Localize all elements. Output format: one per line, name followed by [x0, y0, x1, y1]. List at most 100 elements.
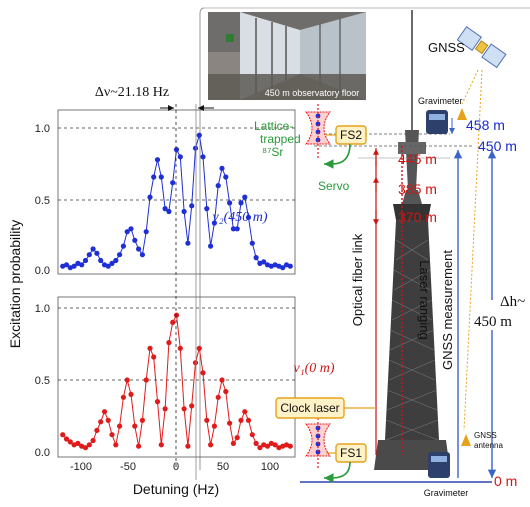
top-series-point	[227, 200, 233, 206]
bottom-series-point	[170, 319, 176, 325]
top-series-point	[204, 206, 210, 212]
bottom-series-point	[75, 440, 81, 446]
clock-laser-label: Clock laser	[280, 401, 339, 415]
bottom-series-point	[139, 417, 145, 423]
top-series-point	[219, 165, 225, 171]
top-series-point	[249, 240, 255, 246]
delta-h-label-2: 450 m	[474, 314, 512, 330]
top-series-point	[234, 226, 240, 232]
gnss-antenna-top-icon	[457, 108, 467, 120]
top-series-point	[124, 229, 130, 235]
top-series-line	[62, 135, 291, 269]
top-series-point	[181, 208, 187, 215]
servo-loop-top	[324, 143, 351, 169]
top-series-point	[98, 257, 104, 264]
bottom-series-point	[200, 370, 206, 376]
top-series-point	[128, 226, 134, 232]
top-series-point	[113, 257, 119, 264]
top-series-point	[215, 183, 221, 189]
x-axis-label: Detuning (Hz)	[133, 481, 219, 497]
top-series-point	[192, 145, 199, 151]
top-series-point	[211, 220, 217, 226]
top-series-point	[230, 226, 236, 232]
bottom-series-point	[113, 442, 119, 448]
top-series-point	[261, 259, 267, 265]
photo-caption: 450 m observatory floor	[265, 88, 360, 98]
bottom-ytick-1: 1.0	[35, 303, 50, 315]
gravimeter-top-label: Gravimeter	[418, 96, 463, 106]
top-series-point	[238, 200, 244, 206]
bottom-series-point	[136, 443, 142, 449]
bottom-series-point	[117, 423, 123, 429]
bottom-series-point	[208, 442, 214, 448]
bottom-series-point	[124, 377, 130, 383]
bottom-series	[60, 312, 293, 451]
top-series-point	[287, 263, 293, 269]
panel-frame	[199, 7, 205, 470]
bottom-series-point	[143, 377, 149, 383]
gnss-antenna-label-1: GNSS	[474, 431, 497, 440]
bottom-series-point	[147, 345, 153, 351]
top-series-point	[242, 194, 248, 200]
xtick-m100: -100	[70, 461, 92, 473]
satellite-icon	[456, 26, 507, 69]
bottom-series-point	[101, 409, 108, 415]
top-series-point	[132, 237, 138, 243]
bottom-series-point	[253, 440, 259, 446]
observatory-photo: 450 m observatory floor	[208, 12, 366, 100]
top-series-point	[177, 154, 183, 160]
bottom-series-point	[223, 388, 229, 395]
top-series-point	[151, 174, 157, 180]
bottom-series-point	[287, 443, 293, 449]
delta-h-label-1: Δh~	[500, 294, 525, 310]
xtick-50: 50	[217, 461, 229, 473]
y-axis-label: Excitation probability	[7, 220, 23, 348]
lattice-clock-top	[305, 104, 331, 160]
bottom-series-point	[189, 403, 195, 409]
top-series-point	[189, 203, 195, 209]
top-series-point	[79, 262, 85, 268]
nu1-label: ν₁(0 m)	[293, 361, 334, 376]
top-series-point	[82, 257, 89, 264]
bottom-ytick-05: 0.5	[35, 375, 50, 387]
bottom-series-point	[249, 432, 255, 438]
top-series-point	[162, 206, 168, 212]
gnss-antenna-label-2: antenna	[474, 441, 503, 450]
bottom-series-point	[132, 423, 138, 429]
top-series-point	[86, 252, 92, 258]
bottom-series-point	[67, 439, 73, 445]
top-series	[60, 132, 293, 271]
bottom-series-point	[177, 345, 183, 351]
bottom-series-point	[238, 417, 244, 423]
gnss-signal-bottom	[463, 69, 483, 431]
top-series-point	[154, 157, 161, 163]
top-series-point	[136, 246, 142, 252]
bottom-series-point	[109, 432, 115, 438]
fs2-label: FS2	[340, 128, 362, 142]
bottom-series-point	[196, 345, 202, 351]
bottom-chart-frame	[57, 296, 296, 458]
top-series-point	[117, 252, 123, 258]
top-series-point	[143, 229, 149, 235]
bottom-series-point	[154, 399, 161, 405]
top-chart-frame	[57, 109, 296, 275]
bottom-series-point	[105, 417, 111, 423]
top-series-point	[166, 208, 172, 215]
height-385: 385 m	[398, 181, 437, 197]
top-series-point	[223, 174, 229, 180]
bottom-series-point	[215, 394, 221, 400]
bottom-series-point	[192, 360, 199, 366]
bottom-series-point	[82, 445, 89, 451]
top-series-point	[71, 263, 77, 269]
xtick-100: 100	[261, 461, 279, 473]
height-450: 450 m	[478, 138, 517, 154]
bottom-series-point	[120, 394, 126, 400]
bottom-series-point	[94, 427, 100, 433]
top-chart: 1.0 0.5 0.0	[35, 109, 296, 277]
bottom-series-point	[245, 417, 252, 423]
tower	[374, 10, 450, 470]
gnss-label: GNSS	[428, 40, 465, 55]
top-series-point	[170, 180, 176, 186]
top-ytick-0: 0.0	[35, 265, 50, 277]
